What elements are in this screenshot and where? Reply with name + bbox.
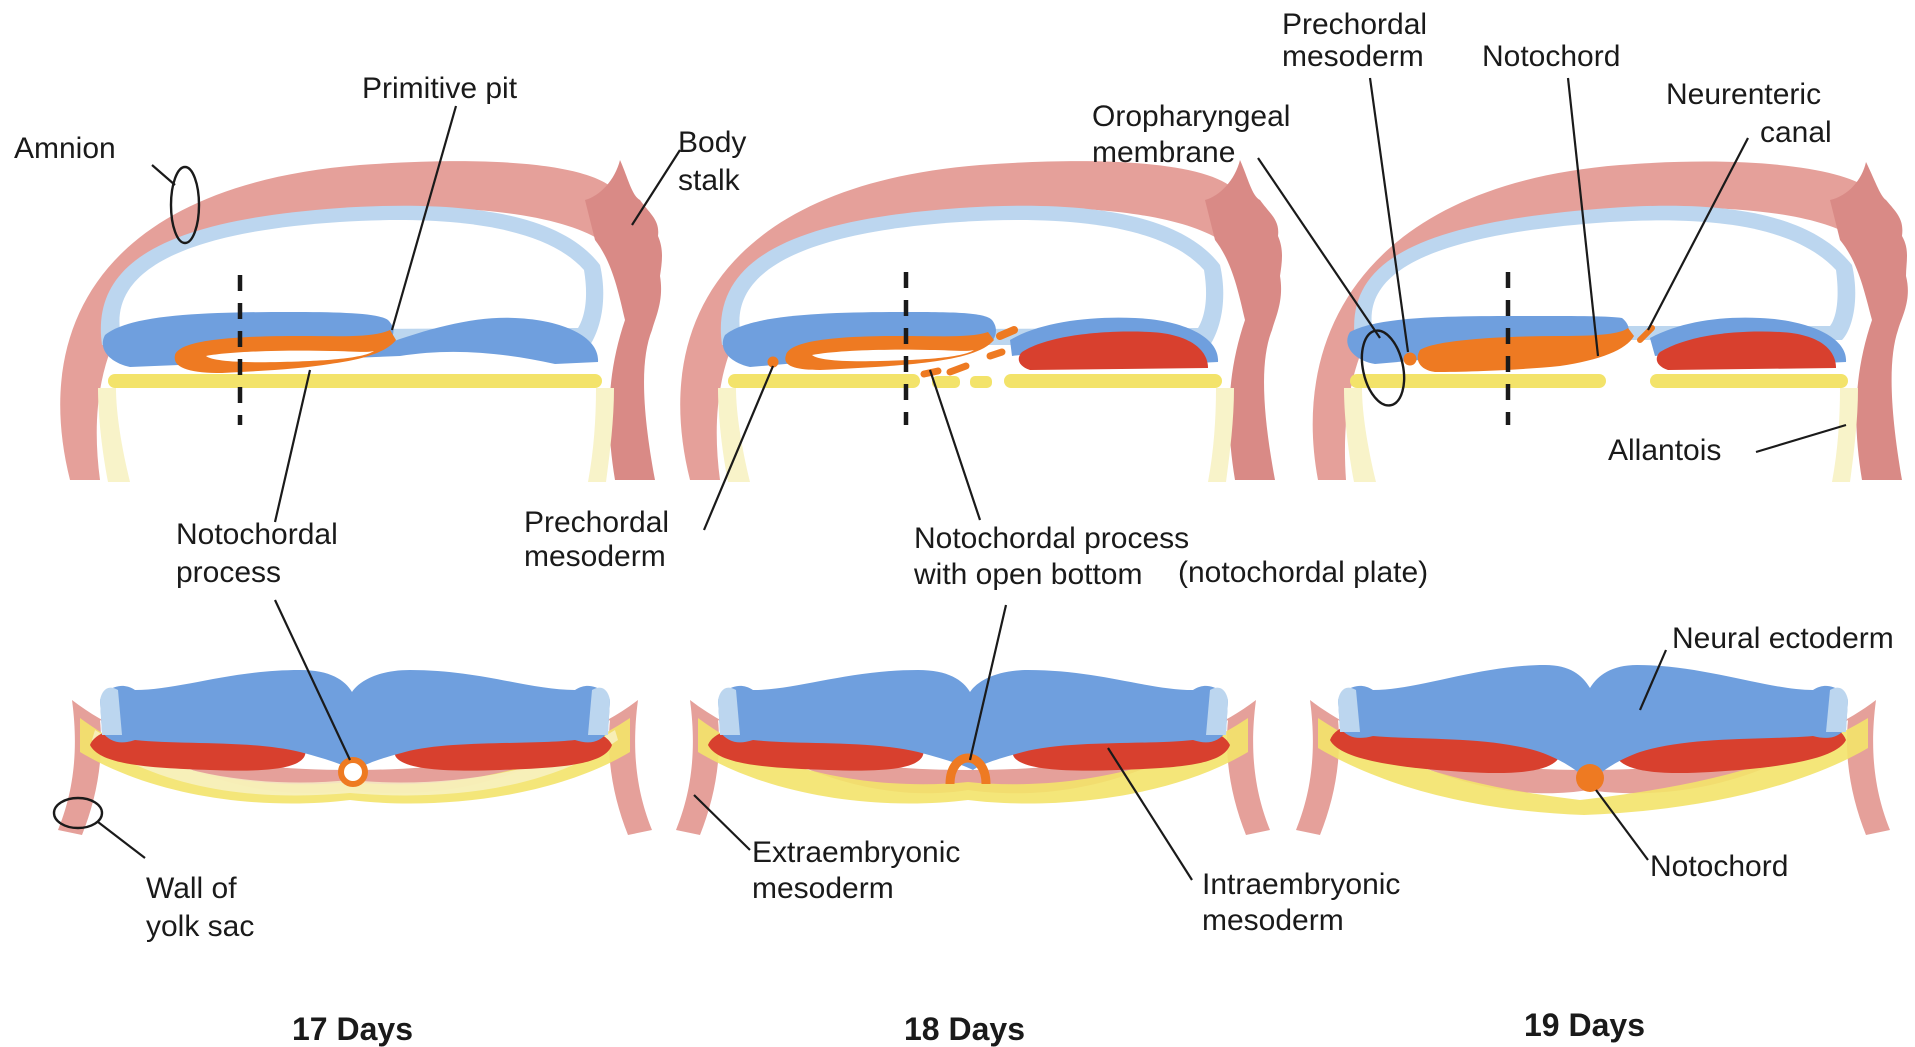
label-intraembryonic-line2: mesoderm: [1202, 904, 1344, 937]
label-neural-ectoderm: Neural ectoderm: [1672, 622, 1894, 655]
longitudinal-section-17-days: [60, 160, 662, 482]
cross-section-19-days: [1296, 665, 1890, 835]
stage-title-19: 19 Days: [1524, 1007, 1645, 1043]
cross-section-18-days: [676, 670, 1270, 835]
label-intraembryonic-line1: Intraembryonic: [1202, 868, 1400, 901]
label-notochordal-process-line1: Notochordal: [176, 518, 338, 551]
label-notochord-bottom: Notochord: [1650, 850, 1788, 883]
label-extraembryonic-line1: Extraembryonic: [752, 836, 960, 869]
label-primitive-pit: Primitive pit: [362, 72, 518, 105]
label-oropharyngeal-line1: Oropharyngeal: [1092, 100, 1290, 133]
label-neurenteric-line1: Neurenteric: [1666, 78, 1821, 111]
stage-title-17: 17 Days: [292, 1011, 413, 1047]
label-wall-yolk-line2: yolk sac: [146, 910, 254, 943]
label-extraembryonic-line2: mesoderm: [752, 872, 894, 905]
cross-section-17-days: [54, 670, 652, 835]
label-body-stalk-line2: stalk: [678, 164, 741, 197]
label-body-stalk-line1: Body: [678, 126, 746, 159]
longitudinal-section-18-days: [680, 160, 1282, 482]
stage-title-18: 18 Days: [904, 1011, 1025, 1047]
label-notochord-top: Notochord: [1482, 40, 1620, 73]
label-open-bottom-line1: Notochordal process: [914, 522, 1189, 555]
label-prechordal-top-line1: Prechordal: [1282, 8, 1427, 41]
labels: Amnion Primitive pit Body stalk Prechord…: [14, 8, 1894, 1047]
label-wall-yolk-line1: Wall of: [146, 872, 237, 905]
label-prechordal-top-line2: mesoderm: [1282, 40, 1424, 73]
label-prechordal-mid-line2: mesoderm: [524, 540, 666, 573]
label-oropharyngeal-line2: membrane: [1092, 136, 1235, 169]
label-open-bottom-line2: with open bottom: [913, 558, 1142, 591]
label-allantois: Allantois: [1608, 434, 1721, 467]
label-amnion: Amnion: [14, 132, 116, 165]
label-prechordal-mid-line1: Prechordal: [524, 506, 669, 539]
label-open-bottom-line3: (notochordal plate): [1178, 556, 1428, 589]
label-notochordal-process-line2: process: [176, 556, 281, 589]
label-neurenteric-line2: canal: [1760, 116, 1832, 149]
